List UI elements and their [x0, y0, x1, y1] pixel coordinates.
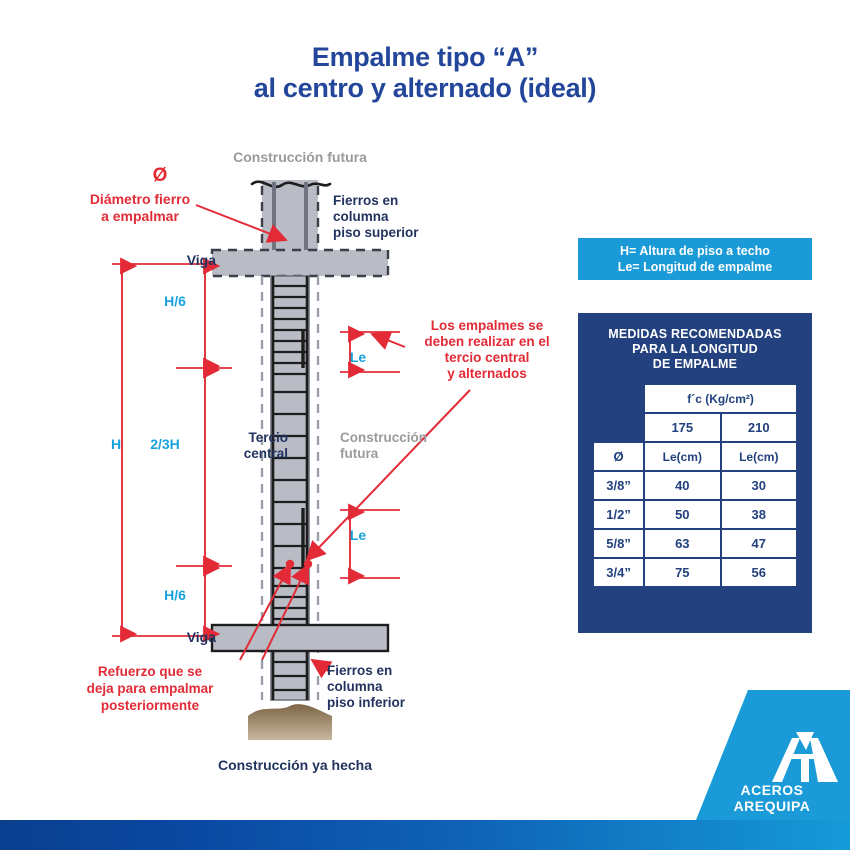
title-line-2: al centro y alternado (ideal) [253, 73, 597, 103]
brand-line-1: ACEROS [740, 782, 804, 798]
leader-arrows [195, 204, 471, 679]
label-empalmes-tercio-central: Los empalmes se deben realizar en el ter… [412, 318, 562, 382]
cell-diameter: 3/8” [594, 472, 644, 499]
cell-le210: 30 [721, 472, 796, 499]
cell-le210: 38 [721, 501, 796, 528]
label-h-total: H [110, 436, 122, 452]
tercio-line-1: Tercio [248, 430, 288, 445]
fierros-inf-line-2: columna [327, 679, 383, 694]
ground [248, 704, 332, 740]
splice-length-table: f´c (Kg/cm²) 175 210 Ø Le(cm) Le(cm) 3/8… [592, 383, 798, 588]
brand-name: ACEROS AREQUIPA [712, 782, 832, 814]
table-title: MEDIDAS RECOMENDADAS PARA LA LONGITUD DE… [578, 313, 812, 372]
diametro-line-1: Diámetro fierro [89, 191, 191, 207]
footer-gradient-bar [0, 820, 850, 850]
legend-box: H= Altura de piso a techo Le= Longitud d… [578, 238, 812, 280]
label-tercio-central: Tercio central [208, 430, 288, 462]
dimension-lines [112, 257, 400, 643]
header-fc: f´c (Kg/cm²) [645, 385, 796, 412]
cell-diameter: 1/2” [594, 501, 644, 528]
label-construccion-futura-mid: Construcción futura [340, 430, 440, 462]
table-title-line-3: DE EMPALME [652, 357, 738, 371]
table-row-column-headers: Ø Le(cm) Le(cm) [594, 443, 796, 470]
upper-column-group [250, 180, 332, 262]
refuerzo-line-3: posteriormente [100, 698, 200, 713]
cell-le175: 75 [645, 559, 720, 586]
table-row: 1/2” 50 38 [594, 501, 796, 528]
empalmes-line-4: y alternados [447, 366, 527, 381]
label-viga-top: Viga [186, 252, 216, 268]
recommended-measures-panel: MEDIDAS RECOMENDADAS PARA LA LONGITUD DE… [578, 313, 812, 633]
label-diametro-fierro: Diámetro fierro a empalmar [60, 191, 220, 225]
table-title-line-2: PARA LA LONGITUD [632, 342, 758, 356]
table-row: 3/4” 75 56 [594, 559, 796, 586]
cell-diameter: 3/4” [594, 559, 644, 586]
splice-dots [285, 559, 313, 569]
cell-le210: 47 [721, 530, 796, 557]
spacer-cell [594, 414, 643, 441]
header-strength-210: 210 [721, 414, 796, 441]
refuerzo-line-2: deja para empalmar [86, 681, 214, 696]
header-le-175: Le(cm) [645, 443, 720, 470]
table-row: 3/8” 40 30 [594, 472, 796, 499]
label-le-bottom: Le [349, 527, 367, 543]
fierros-sup-line-3: piso superior [333, 225, 419, 240]
empalmes-line-3: tercio central [444, 350, 530, 365]
aceros-arequipa-mark-icon [772, 732, 838, 782]
title-line-1: Empalme tipo “A” [311, 42, 539, 72]
spacer-cell [594, 385, 643, 412]
brand-line-2: AREQUIPA [733, 798, 811, 814]
legend-line-1: H= Altura de piso a techo [620, 244, 770, 258]
label-fierros-columna-inferior: Fierros en columna piso inferior [327, 663, 447, 711]
label-le-top: Le [349, 349, 367, 365]
refuerzo-line-1: Refuerzo que se [97, 664, 203, 679]
label-construccion-ya-hecha: Construcción ya hecha [217, 757, 373, 773]
table-row: 5/8” 63 47 [594, 530, 796, 557]
label-viga-bottom: Viga [186, 629, 216, 645]
header-diameter: Ø [594, 443, 644, 470]
constr-futura-mid-line-1: Construcción [340, 430, 428, 445]
table-title-line-1: MEDIDAS RECOMENDADAS [608, 327, 782, 341]
label-refuerzo-empalmar: Refuerzo que se deja para empalmar poste… [62, 663, 238, 714]
page-title: Empalme tipo “A” al centro y alternado (… [0, 42, 850, 104]
legend-line-2: Le= Longitud de empalme [617, 260, 773, 274]
header-strength-175: 175 [645, 414, 720, 441]
label-h-sexto-bottom: H/6 [164, 587, 186, 603]
top-beam [210, 248, 390, 278]
cell-le210: 56 [721, 559, 796, 586]
diameter-symbol-icon: Ø [152, 165, 168, 186]
constr-futura-mid-line-2: futura [340, 446, 379, 461]
cell-le175: 40 [645, 472, 720, 499]
table-row-strengths: 175 210 [594, 414, 796, 441]
cell-diameter: 5/8” [594, 530, 644, 557]
label-fierros-columna-superior: Fierros en columna piso superior [333, 193, 463, 241]
empalmes-line-2: deben realizar en el [424, 334, 550, 349]
bottom-beam [210, 623, 390, 653]
empalmes-line-1: Los empalmes se [430, 318, 544, 333]
fierros-inf-line-1: Fierros en [327, 663, 393, 678]
cell-le175: 50 [645, 501, 720, 528]
label-construccion-futura-top: Construcción futura [233, 149, 367, 165]
header-le-210: Le(cm) [721, 443, 796, 470]
cell-le175: 63 [645, 530, 720, 557]
diametro-line-2: a empalmar [101, 208, 179, 224]
table-row-group-header: f´c (Kg/cm²) [594, 385, 796, 412]
label-h-sexto-top: H/6 [164, 293, 186, 309]
fierros-inf-line-3: piso inferior [327, 695, 406, 710]
tercio-line-2: central [243, 446, 288, 461]
brand-logo [684, 690, 850, 850]
fierros-sup-line-1: Fierros en [333, 193, 399, 208]
label-dos-tercios-h: 2/3H [150, 436, 180, 452]
fierros-sup-line-2: columna [333, 209, 389, 224]
